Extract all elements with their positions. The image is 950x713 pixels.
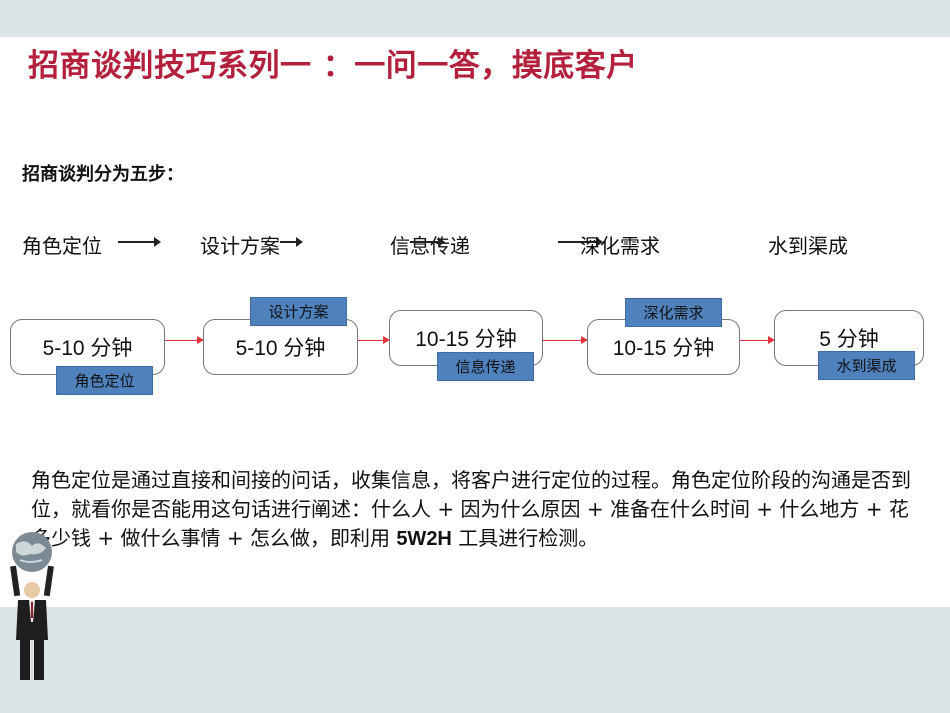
flow-box-1: 5-10 分钟 bbox=[10, 319, 165, 375]
flow-box-4: 10-15 分钟 bbox=[587, 319, 740, 375]
flow-tag-5: 水到渠成 bbox=[818, 351, 915, 380]
step-label-5: 水到渠成 bbox=[768, 234, 848, 258]
flow-box-2: 5-10 分钟 bbox=[203, 319, 358, 375]
flow-connector-4 bbox=[740, 336, 775, 344]
flow-tag-1: 角色定位 bbox=[56, 366, 153, 395]
slide-title: 招商谈判技巧系列一 ：一问一答，摸底客户 bbox=[28, 48, 638, 84]
flow-connector-1 bbox=[165, 336, 204, 344]
flow-tag-3: 信息传递 bbox=[437, 352, 534, 381]
flow-time-5: 5 分钟 bbox=[819, 328, 879, 351]
paragraph-part-1: 角色定位是通过直接和间接的问话，收集信息，将客户进行定位的过程。角色定位阶段的沟… bbox=[31, 468, 911, 550]
flow-connector-2 bbox=[358, 336, 390, 344]
step-label-3: 信息传递 bbox=[390, 234, 470, 258]
bottom-band bbox=[0, 607, 950, 713]
flow-time-1: 5-10 分钟 bbox=[42, 337, 133, 360]
step-label-1: 角色定位 bbox=[22, 234, 102, 258]
step-arrow-1 bbox=[118, 237, 161, 247]
flow-time-2: 5-10 分钟 bbox=[235, 337, 326, 360]
flow-tag-2: 设计方案 bbox=[250, 297, 347, 326]
description-paragraph: 角色定位是通过直接和间接的问话，收集信息，将客户进行定位的过程。角色定位阶段的沟… bbox=[31, 466, 921, 554]
flow-connector-3 bbox=[543, 336, 588, 344]
paragraph-emphasis: 5W2H bbox=[396, 528, 452, 550]
flow-time-3: 10-15 分钟 bbox=[415, 328, 517, 351]
top-band bbox=[0, 0, 950, 37]
step-arrow-3 bbox=[410, 237, 445, 247]
flow-time-4: 10-15 分钟 bbox=[612, 337, 715, 360]
intro-heading: 招商谈判分为五步： bbox=[22, 164, 184, 185]
paragraph-part-2: 工具进行检测。 bbox=[451, 526, 599, 550]
step-label-2: 设计方案 bbox=[200, 234, 280, 258]
businessman-holding-globe-icon bbox=[10, 532, 54, 680]
step-label-4: 深化需求 bbox=[580, 234, 660, 258]
step-arrow-4 bbox=[558, 237, 603, 247]
flow-tag-4: 深化需求 bbox=[625, 298, 722, 327]
step-arrow-2 bbox=[280, 237, 303, 247]
